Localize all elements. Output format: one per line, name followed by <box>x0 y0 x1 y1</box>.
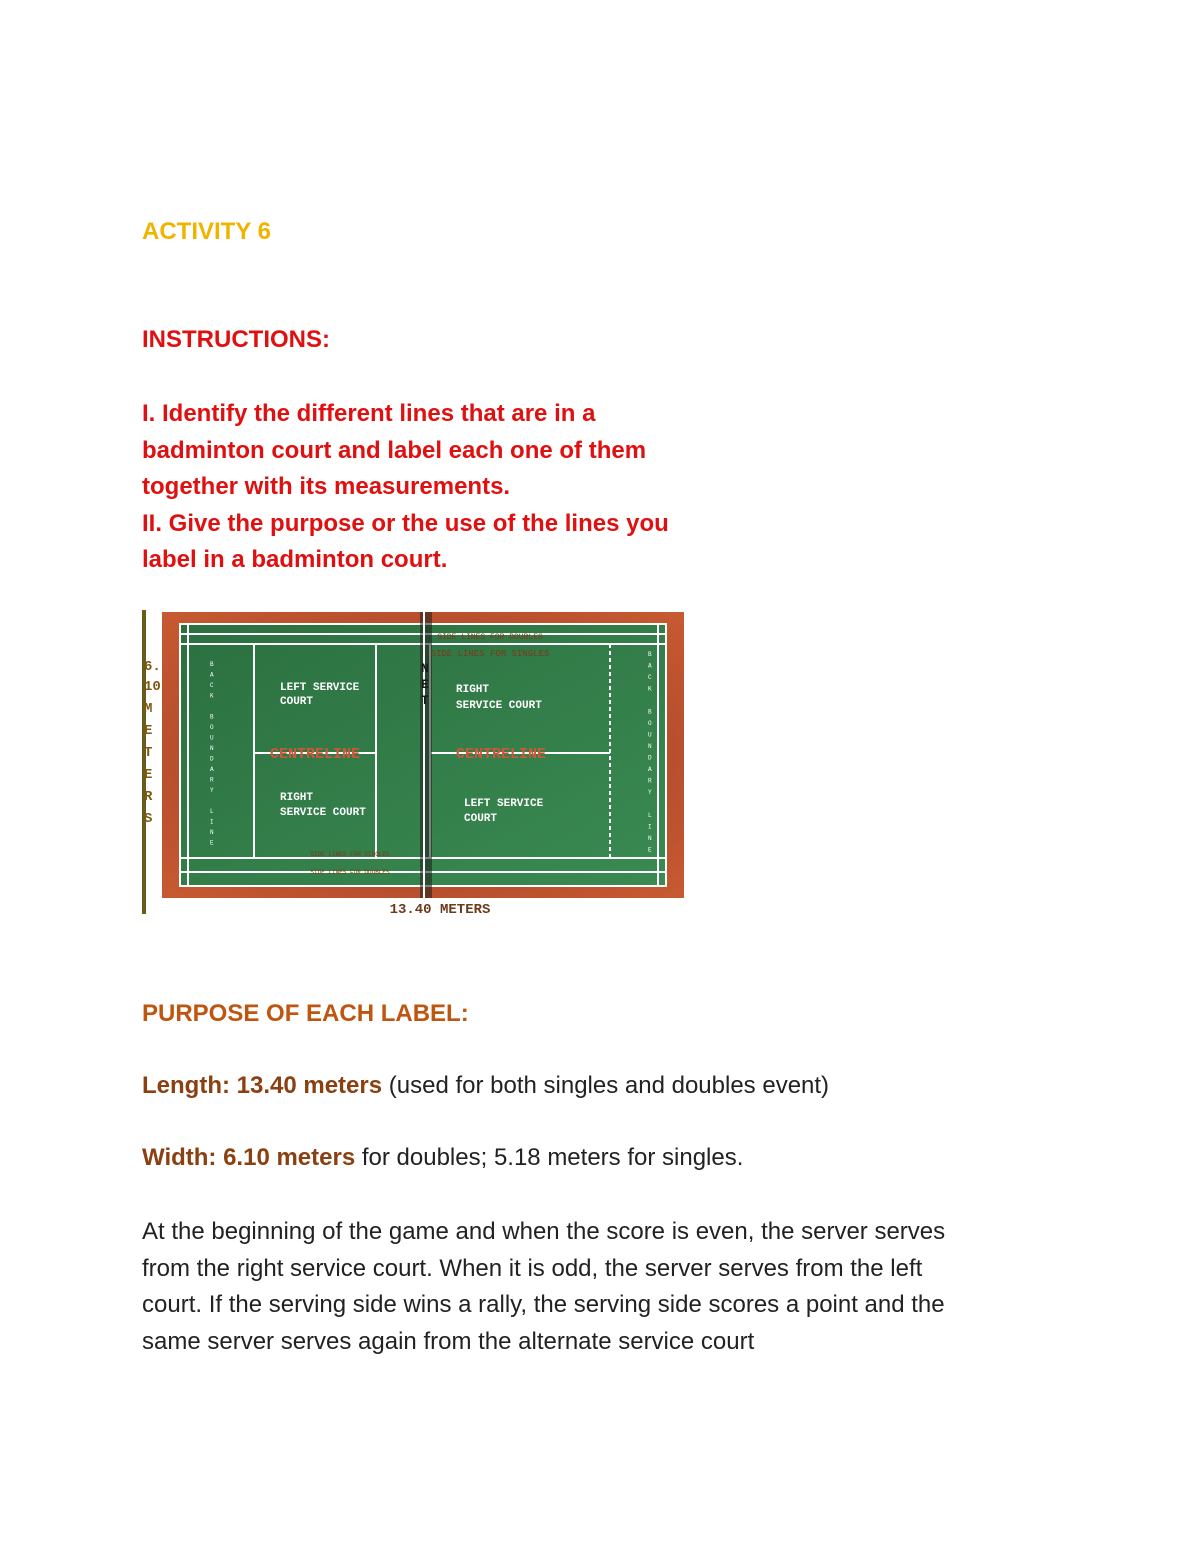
serving-rules-paragraph: At the beginning of the game and when th… <box>142 1214 1072 1360</box>
back-boundary-letter: B <box>648 651 652 658</box>
back-boundary-letter: A <box>648 766 652 773</box>
length-label: 13.40 METERS <box>390 902 491 918</box>
back-boundary-letter: C <box>648 674 652 681</box>
svg-text:M: M <box>144 701 152 717</box>
instructions-heading: INSTRUCTIONS: <box>142 326 330 353</box>
net-letter: T <box>421 693 429 708</box>
instruction-line: II. Give the purpose or the use of the l… <box>142 509 669 537</box>
right-service-court-label: SERVICE COURT <box>456 700 542 712</box>
back-boundary-letter: A <box>648 663 652 670</box>
svg-text:S: S <box>144 811 152 827</box>
right-service-court-label: RIGHT <box>280 792 313 804</box>
svg-text:6.: 6. <box>144 659 161 675</box>
width-dimension-bar <box>142 610 146 914</box>
back-boundary-letter: K <box>210 693 214 700</box>
back-boundary-letter: Y <box>648 789 652 796</box>
back-boundary-letter: K <box>648 686 652 693</box>
side-lines-doubles-top-label: SIDE LINES FOR DOUBLES <box>437 633 543 642</box>
back-boundary-letter: D <box>210 756 214 763</box>
net-letter: E <box>421 677 429 692</box>
back-boundary-letter: N <box>648 743 652 750</box>
width-label-text: Width: 6.10 meters <box>142 1144 356 1171</box>
purpose-heading: PURPOSE OF EACH LABEL: <box>142 1000 469 1027</box>
left-service-court-label: COURT <box>280 696 313 708</box>
svg-text:E: E <box>144 723 152 739</box>
back-boundary-letter: O <box>210 724 214 731</box>
right-service-court-label: SERVICE COURT <box>280 807 366 819</box>
body-line: from the right service court. When it is… <box>142 1254 923 1282</box>
left-service-court-label: COURT <box>464 813 497 825</box>
instruction-line: badminton court and label each one of th… <box>142 436 647 464</box>
body-line: same server serves again from the altern… <box>142 1327 755 1355</box>
back-boundary-letter: C <box>210 682 214 689</box>
right-service-court-label: RIGHT <box>456 684 489 696</box>
left-service-court-label: LEFT SERVICE <box>464 798 544 810</box>
back-boundary-letter: N <box>210 745 214 752</box>
back-boundary-letter: R <box>210 777 214 784</box>
width-label: 6. 10 M E T E R S <box>144 659 161 827</box>
back-boundary-letter: I <box>210 819 214 826</box>
left-service-court-label: LEFT SERVICE <box>280 682 360 694</box>
back-boundary-letter: B <box>648 709 652 716</box>
side-lines-singles-bottom-label: SIDE LINES FOR SINGLES <box>310 851 390 858</box>
instruction-line: together with its measurements. <box>142 473 511 500</box>
back-boundary-letter: A <box>210 672 214 679</box>
activity-title: ACTIVITY 6 <box>142 218 271 245</box>
centreline-label: CENTRELINE <box>456 746 546 763</box>
instructions-text: I. Identify the different lines that are… <box>142 396 782 579</box>
side-lines-doubles-bottom-label: SIDE LINES FOR DOUBLES <box>310 869 390 876</box>
svg-text:T: T <box>144 745 152 761</box>
side-lines-singles-top-label: SIDE LINES FOR SINGLES <box>431 649 550 659</box>
back-boundary-letter: L <box>648 812 652 819</box>
length-label-text: Length: 13.40 meters <box>142 1072 383 1099</box>
back-boundary-letter: R <box>648 778 652 785</box>
width-paragraph: Width: 6.10 meters for doubles; 5.18 met… <box>142 1144 743 1172</box>
centreline-label: CENTRELINE <box>270 746 360 763</box>
back-boundary-letter: N <box>648 835 652 842</box>
back-boundary-letter: U <box>648 732 652 739</box>
svg-text:10: 10 <box>144 679 161 695</box>
body-line: At the beginning of the game and when th… <box>142 1218 946 1245</box>
back-boundary-letter: E <box>648 847 652 854</box>
back-boundary-letter: I <box>648 824 652 831</box>
back-boundary-letter: B <box>210 661 214 668</box>
instruction-line: I. Identify the different lines that are… <box>142 400 596 427</box>
back-boundary-letter: O <box>648 720 652 727</box>
back-boundary-letter: E <box>210 840 214 847</box>
back-boundary-letter: A <box>210 766 214 773</box>
back-boundary-letter: N <box>210 829 214 836</box>
length-paragraph: Length: 13.40 meters (used for both sing… <box>142 1072 829 1100</box>
back-boundary-letter: L <box>210 808 214 815</box>
width-text: for doubles; 5.18 meters for singles. <box>355 1144 744 1171</box>
instruction-line: label in a badminton court. <box>142 546 448 573</box>
net-letter: N <box>421 661 429 676</box>
back-boundary-letter: U <box>210 735 214 742</box>
length-text: (used for both singles and doubles event… <box>382 1072 830 1099</box>
back-boundary-letter: Y <box>210 787 214 794</box>
body-line: court. If the serving side wins a rally,… <box>142 1291 945 1318</box>
badminton-court-diagram: SIDE LINES FOR DOUBLES SIDE LINES FOR SI… <box>142 610 684 918</box>
back-boundary-letter: D <box>648 755 652 762</box>
back-boundary-letter: B <box>210 714 214 721</box>
svg-text:R: R <box>144 789 153 805</box>
svg-text:E: E <box>144 767 152 783</box>
